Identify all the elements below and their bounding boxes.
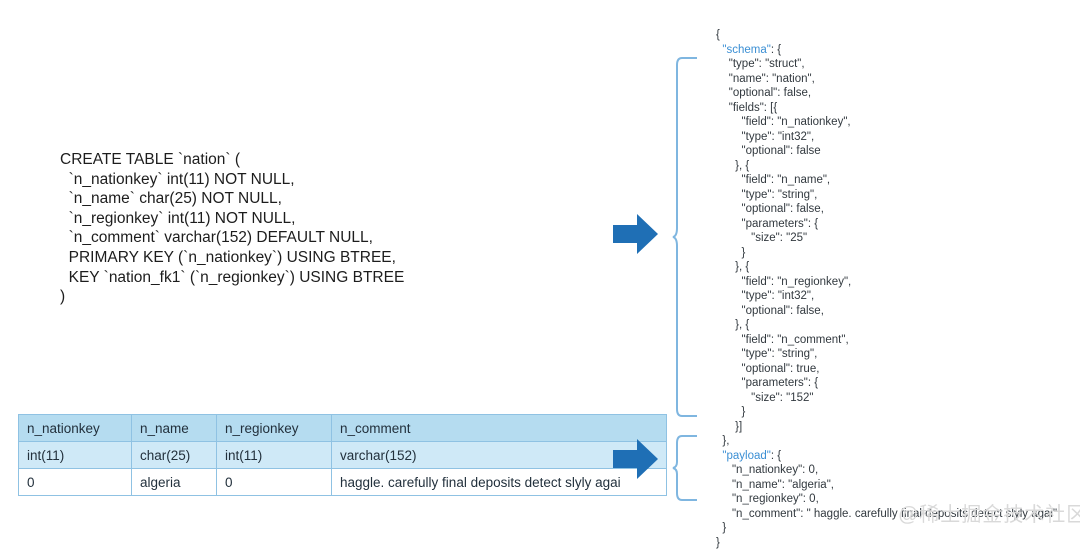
json-line: "n_name": "algeria", — [716, 478, 1080, 493]
json-line: "payload": { — [716, 449, 1080, 464]
table-cell: 0 — [19, 469, 132, 496]
ddl-line: PRIMARY KEY (`n_nationkey`) USING BTREE, — [60, 248, 530, 268]
right-arrow-icon — [613, 438, 659, 480]
table-header-cell: n_nationkey — [19, 415, 132, 442]
json-line: "type": "string", — [716, 347, 1080, 362]
json-key-accent: "schema" — [722, 44, 770, 56]
right-arrow-icon — [613, 213, 659, 255]
json-line: { — [716, 28, 1080, 43]
left-curly-brace — [672, 434, 698, 502]
json-line: } — [716, 405, 1080, 420]
json-line: "fields": [{ — [716, 101, 1080, 116]
table-row: int(11) char(25) int(11) varchar(152) — [19, 442, 667, 469]
table-cell: 0 — [217, 469, 332, 496]
json-key-accent: "payload" — [722, 450, 770, 462]
json-line: "type": "int32", — [716, 289, 1080, 304]
json-output: { "schema": { "type": "struct", "name": … — [716, 28, 1080, 550]
table-row: 0 algeria 0 haggle. carefully final depo… — [19, 469, 667, 496]
ddl-line: `n_comment` varchar(152) DEFAULT NULL, — [60, 228, 530, 248]
table-header-row: n_nationkey n_name n_regionkey n_comment — [19, 415, 667, 442]
json-line: "optional": false, — [716, 304, 1080, 319]
json-line: }, { — [716, 159, 1080, 174]
ddl-line: KEY `nation_fk1` (`n_regionkey`) USING B… — [60, 268, 530, 288]
json-line: "field": "n_regionkey", — [716, 275, 1080, 290]
json-line: "field": "n_name", — [716, 173, 1080, 188]
json-line: }, — [716, 434, 1080, 449]
ddl-line: `n_nationkey` int(11) NOT NULL, — [60, 170, 530, 190]
table-cell: int(11) — [19, 442, 132, 469]
json-line: "type": "string", — [716, 188, 1080, 203]
json-line: }] — [716, 420, 1080, 435]
create-table-ddl: CREATE TABLE `nation` ( `n_nationkey` in… — [60, 150, 530, 307]
json-line: "name": "nation", — [716, 72, 1080, 87]
schema-table: n_nationkey n_name n_regionkey n_comment… — [18, 414, 667, 496]
json-line: "type": "int32", — [716, 130, 1080, 145]
json-line: "optional": false — [716, 144, 1080, 159]
json-line: "size": "25" — [716, 231, 1080, 246]
json-line: }, { — [716, 318, 1080, 333]
json-line: "parameters": { — [716, 376, 1080, 391]
json-line: } — [716, 246, 1080, 261]
left-curly-brace — [672, 56, 698, 418]
table-header-cell: n_regionkey — [217, 415, 332, 442]
json-line: "type": "struct", — [716, 57, 1080, 72]
table-cell: char(25) — [132, 442, 217, 469]
watermark: @稀土掘金技术社区 — [898, 498, 1080, 527]
json-line: }, { — [716, 260, 1080, 275]
json-line: } — [716, 536, 1080, 550]
ddl-line: CREATE TABLE `nation` ( — [60, 150, 530, 170]
ddl-line: ) — [60, 287, 530, 307]
json-line: "field": "n_comment", — [716, 333, 1080, 348]
ddl-line: `n_name` char(25) NOT NULL, — [60, 189, 530, 209]
table-header-cell: n_name — [132, 415, 217, 442]
json-line: "field": "n_nationkey", — [716, 115, 1080, 130]
json-line: "optional": false, — [716, 86, 1080, 101]
table-cell: int(11) — [217, 442, 332, 469]
table-cell: algeria — [132, 469, 217, 496]
ddl-line: `n_regionkey` int(11) NOT NULL, — [60, 209, 530, 229]
json-line: "schema": { — [716, 43, 1080, 58]
json-line: "size": "152" — [716, 391, 1080, 406]
json-line: "optional": true, — [716, 362, 1080, 377]
json-line: "parameters": { — [716, 217, 1080, 232]
json-line: "n_nationkey": 0, — [716, 463, 1080, 478]
json-line: "optional": false, — [716, 202, 1080, 217]
